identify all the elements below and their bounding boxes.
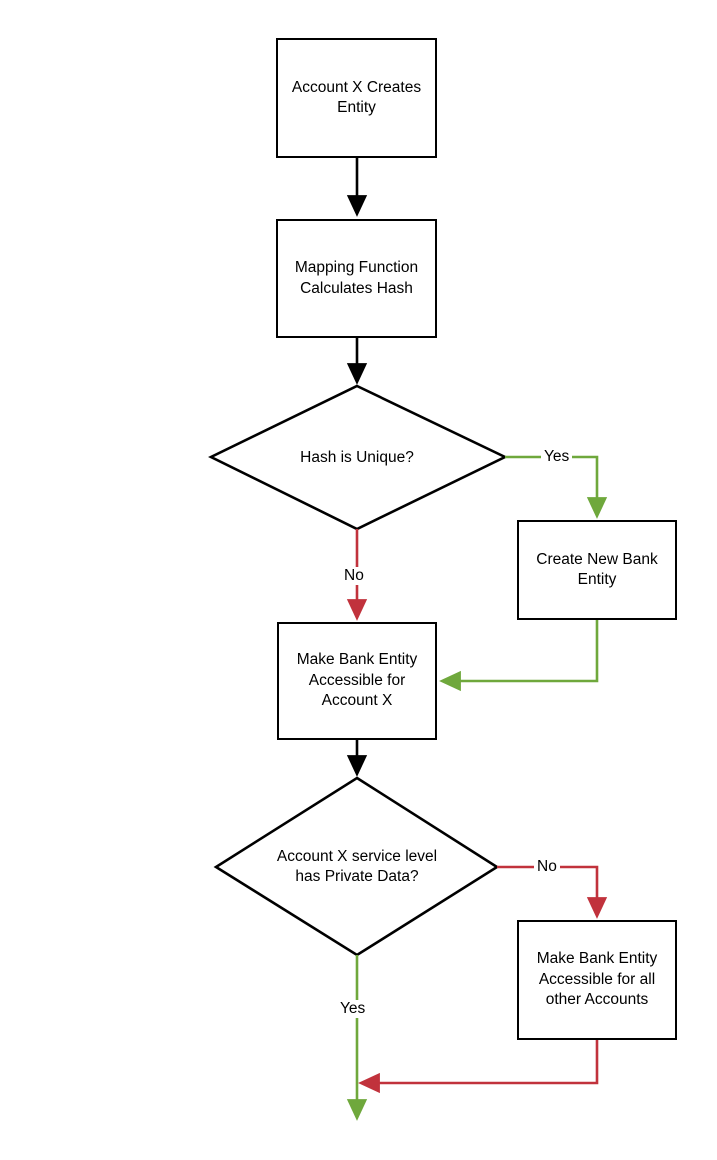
edge-label-private-data-no: No xyxy=(534,858,560,876)
decision-shape-account-x-service-level xyxy=(213,776,500,957)
node-account-x-creates-entity[interactable]: Account X Creates Entity xyxy=(276,38,437,158)
decision-shape-hash-is-unique xyxy=(208,384,508,531)
node-label-mapping-function-calculates-hash: Mapping Function Calculates Hash xyxy=(294,259,419,297)
node-label-create-new-bank-entity: Create New Bank Entity xyxy=(536,550,658,588)
node-mapping-function-calculates-hash[interactable]: Mapping Function Calculates Hash xyxy=(276,219,437,338)
edge-label-private-data-yes: Yes xyxy=(337,1000,369,1018)
node-create-new-bank-entity[interactable]: Create New Bank Entity xyxy=(517,520,677,620)
edge-create-new-to-accessible-account-x xyxy=(439,620,599,692)
edge-hash-unique-yes xyxy=(505,455,608,519)
node-make-bank-entity-accessible-for-all-other-accounts[interactable]: Make Bank Entity Accessible for all othe… xyxy=(517,920,677,1040)
edge-label-hash-unique-no: No xyxy=(341,567,367,585)
edge-label-hash-unique-yes: Yes xyxy=(541,448,573,466)
node-label-make-bank-entity-accessible-for-all-other-accounts: Make Bank Entity Accessible for all othe… xyxy=(536,950,658,1009)
edge-private-data-no xyxy=(497,865,608,919)
node-label-account-x-creates-entity: Account X Creates Entity xyxy=(291,78,422,116)
edge-all-other-accounts-to-merge xyxy=(358,1040,599,1094)
node-label-make-bank-entity-accessible-for-account-x: Make Bank Entity Accessible for Account … xyxy=(296,651,418,710)
node-make-bank-entity-accessible-for-account-x[interactable]: Make Bank Entity Accessible for Account … xyxy=(277,622,437,740)
